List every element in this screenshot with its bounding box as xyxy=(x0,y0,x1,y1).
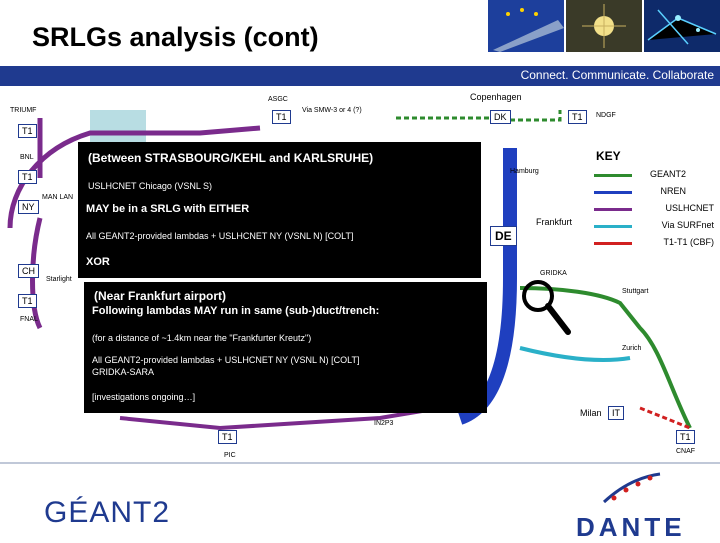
t1t1-link-cnaf xyxy=(639,406,691,430)
dante-logo-mark-icon xyxy=(602,472,661,504)
label-starlight: Starlight xyxy=(46,276,72,283)
network-map xyxy=(7,110,692,431)
geant2-link-south xyxy=(519,286,692,429)
legend-label-nren: NREN xyxy=(660,186,686,196)
label-frankfurt: Frankfurt xyxy=(536,217,573,227)
tagline: Connect. Communicate. Collaborate xyxy=(520,68,714,82)
uslhcnet-link-south xyxy=(119,406,441,431)
label-milan: Milan xyxy=(580,408,602,418)
node-de: DE xyxy=(490,226,517,246)
legend-label-geant2: GEANT2 xyxy=(649,169,686,179)
legend-swatch-surfnet xyxy=(594,225,632,228)
popup2-heading: (Near Frankfurt airport) xyxy=(94,289,227,303)
popup2-line1: Following lambdas MAY run in same (sub-)… xyxy=(92,305,380,317)
node-t1-triumf: T1 xyxy=(18,124,37,138)
popup1-line2: MAY be in a SRLG with EITHER xyxy=(86,203,250,215)
label-in2p3: IN2P3 xyxy=(374,420,394,427)
popup2-line4: GRIDKA-SARA xyxy=(92,367,155,377)
node-t1-cnaf: T1 xyxy=(676,430,695,444)
legend-swatch-geant2 xyxy=(594,174,632,177)
popup1-line4: XOR xyxy=(86,256,110,268)
header-banner xyxy=(0,66,720,86)
label-man-lan: MAN LAN xyxy=(42,194,74,201)
node-ny: NY xyxy=(18,200,39,214)
label-pic: PIC xyxy=(224,452,236,459)
label-asgc: ASGC xyxy=(268,96,288,103)
legend-item-t1t1: T1-T1 (CBF) xyxy=(530,235,716,252)
node-ch: CH xyxy=(18,264,39,278)
label-fnal: FNAL xyxy=(20,316,38,323)
header-photo-strip xyxy=(488,0,720,52)
node-t1-ndgf: T1 xyxy=(568,110,587,124)
node-t1-pic: T1 xyxy=(218,430,237,444)
node-t1-bnl: T1 xyxy=(18,170,37,184)
label-zurich: Zurich xyxy=(622,345,642,352)
label-via-smw: Via SMW-3 or 4 (?) xyxy=(302,107,362,114)
uslhcnet-link-west xyxy=(30,217,43,330)
legend-item-surfnet: Via SURFnet xyxy=(530,218,716,235)
geant2-logo: GÉANT2 xyxy=(44,496,171,529)
popup-frankfurt-airport: (Near Frankfurt airport) Following lambd… xyxy=(84,282,487,413)
magnifier-icon xyxy=(522,280,571,335)
legend-label-surfnet: Via SURFnet xyxy=(661,220,714,230)
geant2-link-ndgf xyxy=(510,110,562,122)
label-cnaf: CNAF xyxy=(676,448,696,455)
label-ndgf: NDGF xyxy=(596,112,616,119)
node-t1-asgc: T1 xyxy=(272,110,291,124)
label-gridka: GRIDKA xyxy=(540,270,567,277)
popup1-line3: All GEANT2-provided lambdas + USLHCNET N… xyxy=(86,231,354,241)
node-dk: DK xyxy=(490,110,511,124)
legend-title: KEY xyxy=(596,149,621,163)
label-copenhagen: Copenhagen xyxy=(470,92,522,102)
label-triumf: TRIUMF xyxy=(10,107,37,114)
popup1-line1: USLHCNET Chicago (VSNL S) xyxy=(88,181,213,191)
label-stuttgart: Stuttgart xyxy=(622,288,649,295)
popup1-heading: (Between STRASBOURG/KEHL and KARLSRUHE) xyxy=(88,151,374,165)
legend-swatch-nren xyxy=(594,191,632,194)
legend-item-nren: NREN xyxy=(530,184,716,201)
node-it: IT xyxy=(608,406,624,420)
surfnet-link xyxy=(519,346,631,362)
popup-strasbourg-karlsruhe: (Between STRASBOURG/KEHL and KARLSRUHE) … xyxy=(78,142,481,278)
dante-logo: DANTE xyxy=(576,512,686,542)
legend-label-uslhcnet: USLHCNET xyxy=(665,203,714,213)
legend-swatch-uslhcnet xyxy=(594,208,632,211)
map-light-box xyxy=(90,110,146,148)
popup2-line5: [investigations ongoing…] xyxy=(92,392,196,402)
footer-divider xyxy=(0,462,720,464)
legend-swatch-t1t1 xyxy=(594,242,632,245)
label-bnl: BNL xyxy=(20,154,34,161)
legend-label-t1t1: T1-T1 (CBF) xyxy=(663,237,715,247)
label-hamburg: Hamburg xyxy=(510,168,539,175)
legend-item-uslhcnet: USLHCNET xyxy=(530,201,716,218)
node-t1-fnal: T1 xyxy=(18,294,37,308)
popup2-line2: (for a distance of ~1.4km near the "Fran… xyxy=(92,333,312,343)
legend-item-geant2: GEANT2 xyxy=(530,167,716,184)
legend: GEANT2 NREN USLHCNET Via SURFnet T1-T1 (… xyxy=(530,167,716,252)
popup2-line3: All GEANT2-provided lambdas + USLHCNET N… xyxy=(92,355,360,365)
slide-title: SRLGs analysis (cont) xyxy=(32,22,319,52)
